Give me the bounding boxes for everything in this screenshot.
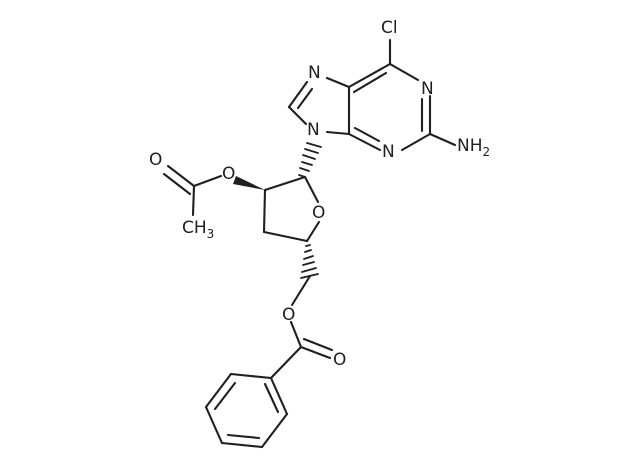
atom-n1: N	[421, 79, 434, 99]
bond-c6-c5	[347, 62, 392, 89]
atom-ring-oxygen: O	[312, 203, 325, 223]
atom-acetyl-carbonyl-oxygen: O	[149, 150, 162, 170]
acetyl-group	[162, 164, 223, 217]
benzoate-group	[269, 274, 334, 380]
bond-ch2-o	[290, 274, 312, 307]
benzene-inner-2	[226, 433, 261, 440]
bond-benzoyl-c-ring	[269, 345, 303, 380]
atom-benzoyl-ester-oxygen: O	[282, 305, 295, 325]
benzene-bond-3	[204, 405, 224, 445]
benzene-bond-2	[204, 372, 233, 409]
bond-n3-c4-inner	[353, 126, 381, 143]
sugar-ring	[233, 142, 322, 279]
bond-c2-n3	[400, 132, 432, 152]
bond-n3-c4	[347, 132, 382, 152]
atom-methyl-c: C	[182, 218, 194, 238]
benzene-inner-1	[213, 381, 237, 411]
bond-c5-n7	[325, 76, 351, 89]
purine-ring	[287, 38, 457, 152]
bond-c4-c3	[262, 230, 309, 243]
atom-methyl-group: CH3	[182, 218, 214, 241]
bond-n7-c8-inner	[296, 87, 314, 110]
atom-n7: N	[308, 63, 321, 83]
bond-c2-nh2	[428, 132, 457, 147]
atom-amino-group: NH2	[457, 136, 490, 159]
benzene-bond-6	[269, 376, 289, 416]
bond-c6-n1	[388, 62, 420, 82]
bond-o-c4	[305, 220, 321, 243]
bond-c3-c2	[262, 188, 267, 234]
atom-amino-subscript: 2	[483, 145, 491, 159]
atom-methyl-subscript: 3	[207, 227, 215, 241]
atom-amino-n: N	[457, 136, 470, 156]
benzene-inner-3	[263, 382, 280, 414]
benzene-bond-4	[220, 441, 264, 449]
atom-chlorine: Cl	[381, 18, 398, 38]
atom-n3: N	[382, 142, 395, 162]
atom-acetyl-ester-oxygen: O	[222, 164, 235, 184]
wedge-c2-oac	[233, 176, 265, 190]
benzene-ring	[204, 372, 289, 449]
hash-bond-n9-c1	[298, 142, 322, 178]
atom-n9: N	[307, 120, 320, 140]
bond-acetyl-c-ch3	[191, 184, 196, 217]
bond-c1-c2	[263, 175, 307, 192]
bond-n7-c8	[287, 80, 309, 109]
hash-bond-c4-ch2	[300, 244, 319, 279]
bond-acetyl-c-o-inner	[162, 172, 192, 196]
benzene-bond-5	[260, 412, 289, 449]
bond-benzoyl-c-o	[299, 345, 332, 360]
atom-methyl-h: H	[194, 218, 207, 238]
bond-o-acetyl-c	[192, 174, 223, 188]
benzene-bond-1	[229, 372, 273, 380]
bond-benzoyl-c-o-inner	[302, 337, 334, 352]
bond-n9-c4	[325, 130, 351, 136]
bond-o-benzoyl-c	[289, 320, 303, 349]
atom-amino-h: H	[470, 136, 483, 156]
bond-c8-n9	[287, 105, 308, 126]
atom-benzoyl-carbonyl-oxygen: O	[333, 350, 346, 370]
bond-c1-o	[303, 175, 320, 204]
bond-acetyl-c-o	[166, 164, 196, 188]
bond-c6-c5-inner	[352, 71, 388, 94]
